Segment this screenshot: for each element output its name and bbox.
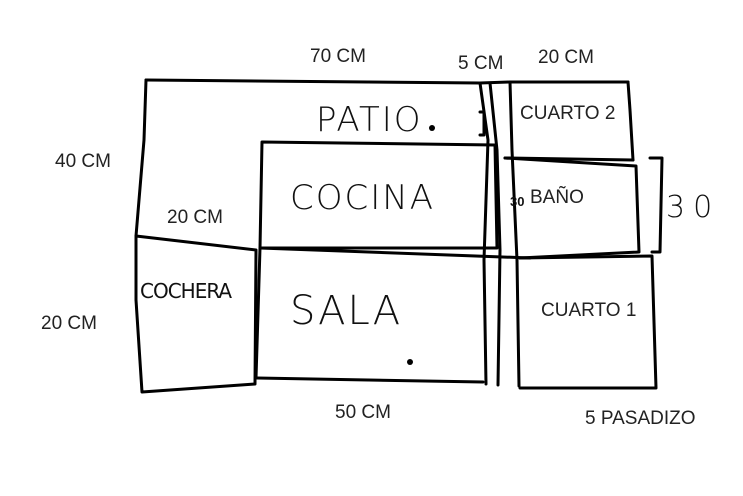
room-cuarto-2: CUARTO 2 <box>520 103 616 124</box>
outer-left-wall <box>134 78 148 238</box>
dimension-top-left: 70 CM <box>310 46 366 67</box>
room-cochera: COCHERA <box>140 279 232 303</box>
dimension-right-bracket: 30 <box>666 190 721 225</box>
dimension-top-mid: 5 CM <box>458 53 504 74</box>
sala-divider <box>258 246 532 260</box>
passage-line-3 <box>508 80 521 388</box>
room-cocina: COCINA <box>290 178 435 218</box>
patio-mark <box>478 110 486 137</box>
dimension-passage-bottom: 5 PASADIZO <box>585 408 696 429</box>
room-patio: PATIO <box>316 100 423 140</box>
room-bano: BAÑO <box>530 187 584 208</box>
patio-dot <box>429 125 435 131</box>
cochera-outline <box>134 234 258 394</box>
dimension-bottom: 50 CM <box>335 402 391 423</box>
patio-right-wall <box>626 80 635 162</box>
room-sala: SALA <box>290 288 403 334</box>
sala-dot <box>407 359 413 365</box>
outer-top-wall <box>144 78 630 85</box>
dimension-inner-left: 20 CM <box>167 207 223 228</box>
dimension-top-right: 20 CM <box>538 47 594 68</box>
bano-outline <box>503 156 641 260</box>
passage-line-2 <box>488 81 502 387</box>
cocina-outline <box>258 140 499 250</box>
dimension-passage-small: 30 <box>510 194 525 209</box>
dimension-left-upper: 40 CM <box>55 151 111 172</box>
sala-bottom-wall <box>255 376 485 384</box>
cuarto1-outline <box>518 254 658 390</box>
dimension-bracket <box>648 156 664 254</box>
room-cuarto-1: CUARTO 1 <box>541 300 637 321</box>
dimension-left-lower: 20 CM <box>41 313 97 334</box>
